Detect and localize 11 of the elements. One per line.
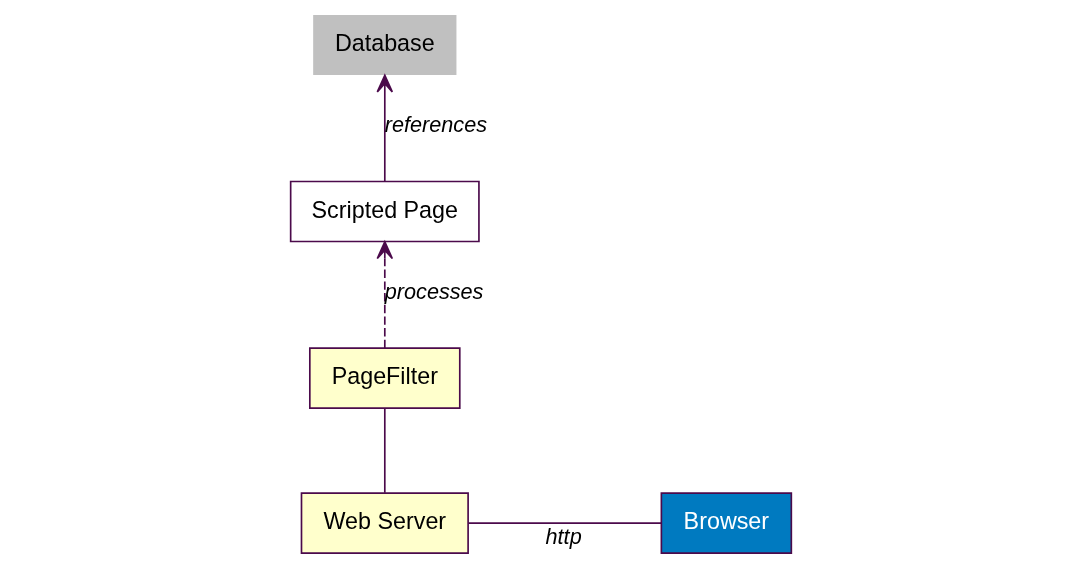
- connector: [383, 407, 386, 494]
- node-box: Database: [312, 14, 456, 75]
- node-box: Scripted Page: [289, 180, 480, 243]
- arrow: [375, 241, 393, 349]
- edge-label: processes: [384, 278, 483, 304]
- node-box: Browser: [660, 492, 792, 554]
- node-box: PageFilter: [308, 347, 461, 409]
- node-box: Web Server: [300, 492, 469, 554]
- edge-label: http: [545, 523, 582, 549]
- arrow: [375, 74, 393, 183]
- connector: [467, 522, 662, 524]
